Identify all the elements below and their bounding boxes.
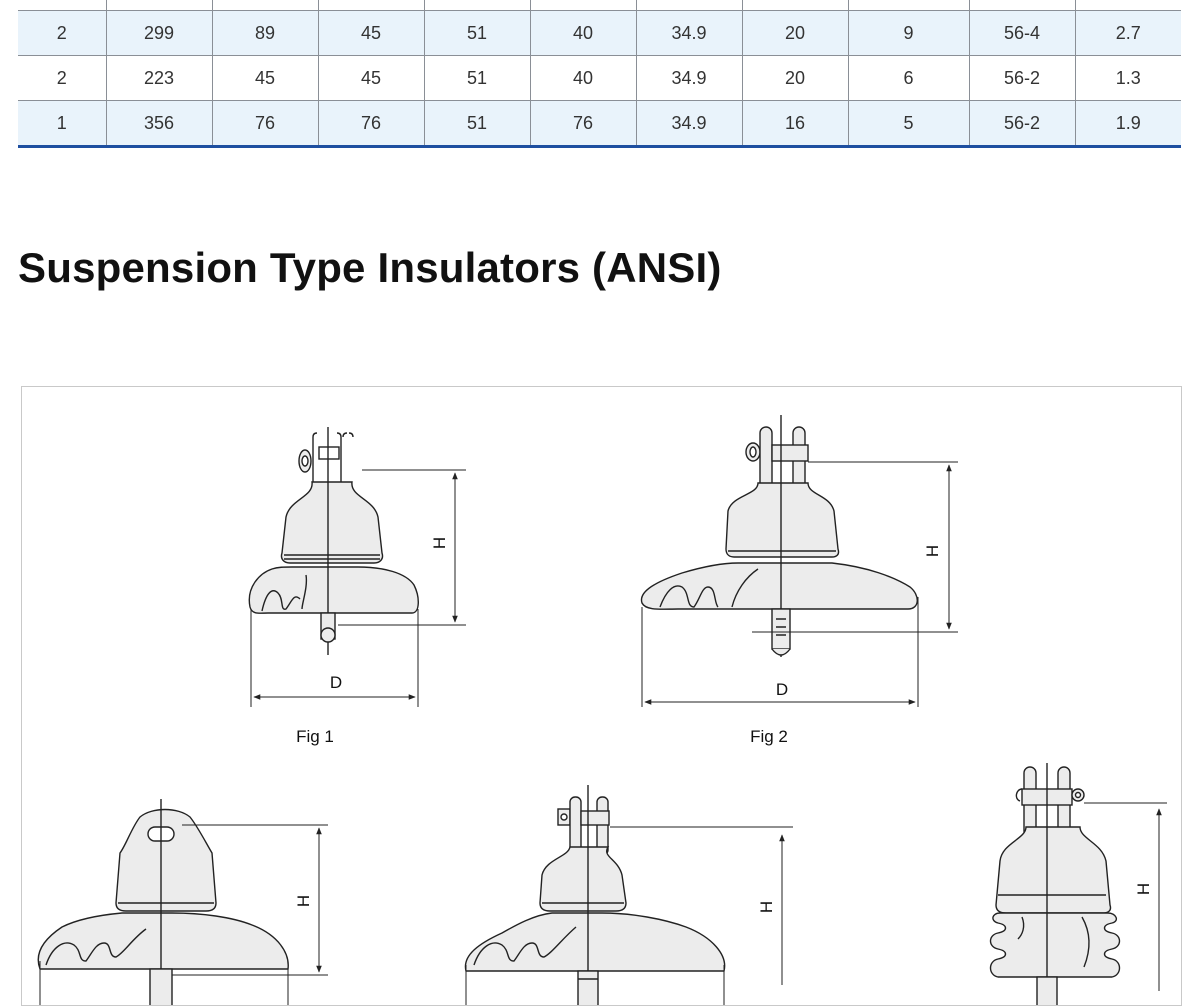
figure-caption: Fig 1 [296, 727, 334, 746]
dim-h-label: H [430, 537, 449, 549]
table-cell: 45 [318, 55, 425, 101]
insulator-skirt [37, 912, 289, 970]
dim-h-label: H [1134, 883, 1153, 895]
table-cell: 9 [848, 10, 970, 56]
table-cell: 356 [106, 100, 213, 148]
dim-h-label: H [923, 545, 942, 557]
insulator-skirt [464, 912, 726, 972]
table-cell: 2 [18, 55, 107, 101]
figure-caption: Fig 2 [750, 727, 788, 746]
table-row: 1 356 76 76 51 76 34.9 16 5 56-2 1.9 [18, 100, 1181, 148]
table-cell: 45 [212, 55, 319, 101]
table-cell: 34.9 [636, 55, 743, 101]
table-row-clipped [18, 0, 1181, 11]
table-cell: 76 [212, 100, 319, 148]
table-cell: 5 [848, 100, 970, 148]
table-row: 2 299 89 45 51 40 34.9 20 9 56-4 2.7 [18, 10, 1181, 56]
table-cell: 34.9 [636, 10, 743, 56]
figure-5: H [989, 763, 1167, 1005]
table-cell: 1.9 [1075, 100, 1181, 148]
dim-d-label: D [776, 680, 788, 699]
table-cell: 76 [530, 100, 637, 148]
dim-h-label: H [294, 895, 313, 907]
table-cell: 40 [530, 55, 637, 101]
table-cell: 89 [212, 10, 319, 56]
insulator-sheds [989, 912, 1121, 978]
table-cell: 34.9 [636, 100, 743, 148]
figure-panel: H D Fig 1 [21, 386, 1182, 1006]
insulator-skirt [640, 562, 918, 610]
table-cell: 6 [848, 55, 970, 101]
table-cell: 40 [530, 10, 637, 56]
table-cell: 76 [318, 100, 425, 148]
dim-d-label: D [330, 673, 342, 692]
table-cell: 51 [424, 100, 531, 148]
table-cell: 51 [424, 55, 531, 101]
dim-h-label: H [757, 901, 776, 913]
insulator-cap [725, 482, 840, 558]
figure-4: H [464, 785, 793, 1005]
table-cell: 51 [424, 10, 531, 56]
insulator-drawings: H D Fig 1 [37, 415, 1167, 1005]
table-cell: 223 [106, 55, 213, 101]
table-cell: 2 [18, 10, 107, 56]
insulator-cap [539, 846, 627, 912]
figure-1: H D Fig 1 [248, 427, 466, 746]
insulator-skirt [248, 566, 419, 614]
table-cell: 20 [742, 55, 849, 101]
table-cell: 20 [742, 10, 849, 56]
figure-2: H D Fig 2 [640, 415, 958, 746]
table-cell: 56-2 [969, 100, 1076, 148]
insulator-cap [280, 481, 384, 564]
table-cell: 2.7 [1075, 10, 1181, 56]
table-row: 2 223 45 45 51 40 34.9 20 6 56-2 1.3 [18, 55, 1181, 101]
figure-3: H [37, 799, 328, 1005]
table-cell: 1.3 [1075, 55, 1181, 101]
table-cell: 56-2 [969, 55, 1076, 101]
section-title: Suspension Type Insulators (ANSI) [18, 244, 722, 291]
insulator-cap [995, 826, 1112, 914]
table-cell: 56-4 [969, 10, 1076, 56]
table-cell: 45 [318, 10, 425, 56]
insulator-pin [771, 608, 791, 650]
insulator-cap [115, 808, 217, 912]
table-cell: 1 [18, 100, 107, 148]
table-cell: 16 [742, 100, 849, 148]
table-cell: 299 [106, 10, 213, 56]
spec-table: 2 299 89 45 51 40 34.9 20 9 56-4 2.7 2 2… [18, 0, 1181, 148]
